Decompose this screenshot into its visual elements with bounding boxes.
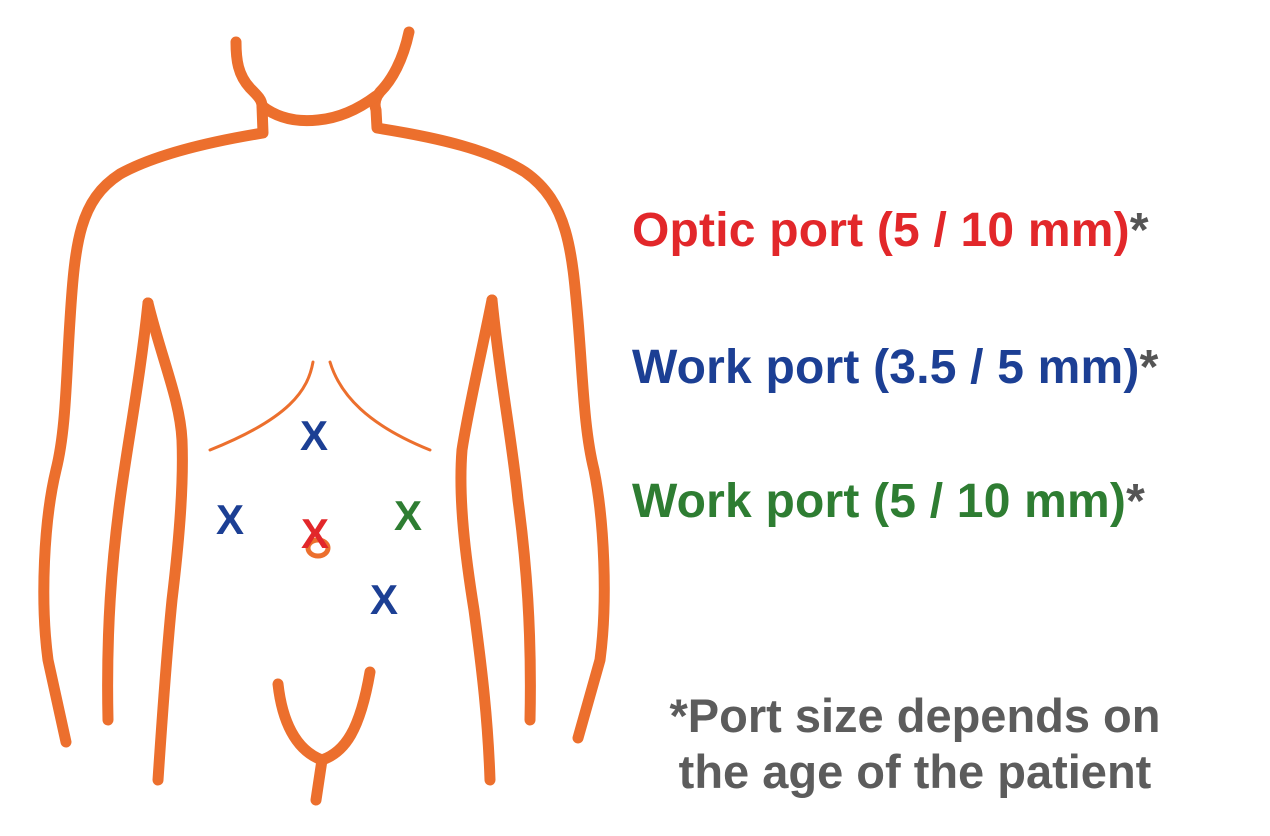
rib-line-right bbox=[328, 360, 432, 452]
legend-work-port-blue-text: Work port (3.5 / 5 mm) bbox=[632, 341, 1140, 394]
groin-outline bbox=[272, 666, 376, 766]
torso-side-right bbox=[455, 294, 498, 786]
port-mark-lower-right: X bbox=[370, 576, 398, 623]
port-mark-upper-center: X bbox=[300, 412, 328, 459]
port-size-footnote: *Port size depends on the age of the pat… bbox=[560, 688, 1270, 800]
legend-optic-asterisk: * bbox=[1129, 204, 1149, 257]
rib-line-left bbox=[208, 360, 315, 452]
legend-work-port-green: Work port (5 / 10 mm)* bbox=[632, 474, 1145, 529]
groin-stem bbox=[310, 754, 328, 806]
port-mark-right: X bbox=[394, 492, 422, 539]
legend-optic-port: Optic port (5 / 10 mm)* bbox=[632, 203, 1149, 258]
arm-inner-left bbox=[102, 297, 154, 726]
legend-work-port-green-text: Work port (5 / 10 mm) bbox=[632, 475, 1127, 528]
port-mark-left: X bbox=[216, 496, 244, 543]
legend-work-green-asterisk: * bbox=[1126, 475, 1145, 528]
footnote-line-1: *Port size depends on bbox=[669, 689, 1161, 742]
legend-work-port-blue: Work port (3.5 / 5 mm)* bbox=[632, 340, 1159, 395]
neck-outline bbox=[256, 90, 382, 127]
body-outline-right bbox=[369, 26, 610, 744]
arm-inner-right bbox=[486, 294, 536, 726]
port-mark-umbilical: X bbox=[301, 510, 329, 557]
legend-optic-port-text: Optic port (5 / 10 mm) bbox=[632, 204, 1130, 257]
torso-side-left bbox=[142, 297, 188, 786]
legend-work-blue-asterisk: * bbox=[1139, 341, 1159, 394]
footnote-line-2: the age of the patient bbox=[678, 745, 1152, 798]
body-outline-left bbox=[38, 36, 269, 748]
navel-marker bbox=[305, 537, 331, 559]
